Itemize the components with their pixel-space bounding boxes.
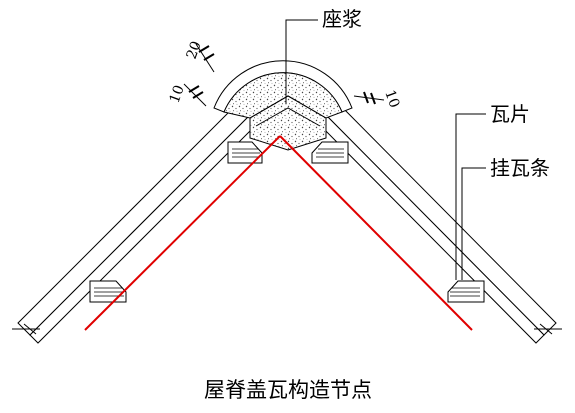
left-batten-lower [89,280,127,303]
ridge-mortar [213,60,353,151]
roof-structure-lines [84,135,473,331]
ridge-cap-mortar [223,72,343,119]
batten-label: 挂瓦条 [490,156,550,180]
mortar-leader [285,19,318,104]
left-batten-upper [227,141,263,164]
dimension-10-left-label: 10 [167,83,188,105]
right-batten-upper [311,141,349,164]
batten-leader [461,167,486,280]
left-roof-slope [12,98,263,344]
tile-leader [455,113,486,280]
leader-lines [285,19,486,280]
left-rafter-line [84,135,281,331]
left-tile-board [17,98,255,336]
dimension-20-label: 20 [184,39,205,61]
right-batten-lower [447,280,485,303]
dimension-10-right-label: 10 [381,88,402,110]
left-batten-board [29,110,263,344]
tile-label: 瓦片 [490,102,530,126]
right-tile-board [321,98,557,336]
mortar-label: 座浆 [322,7,362,31]
right-roof-slope [311,98,562,344]
diagram-caption: 屋脊盖瓦构造节点 [204,378,372,402]
dimension-marks [183,43,385,107]
right-rafter-line [279,135,473,331]
